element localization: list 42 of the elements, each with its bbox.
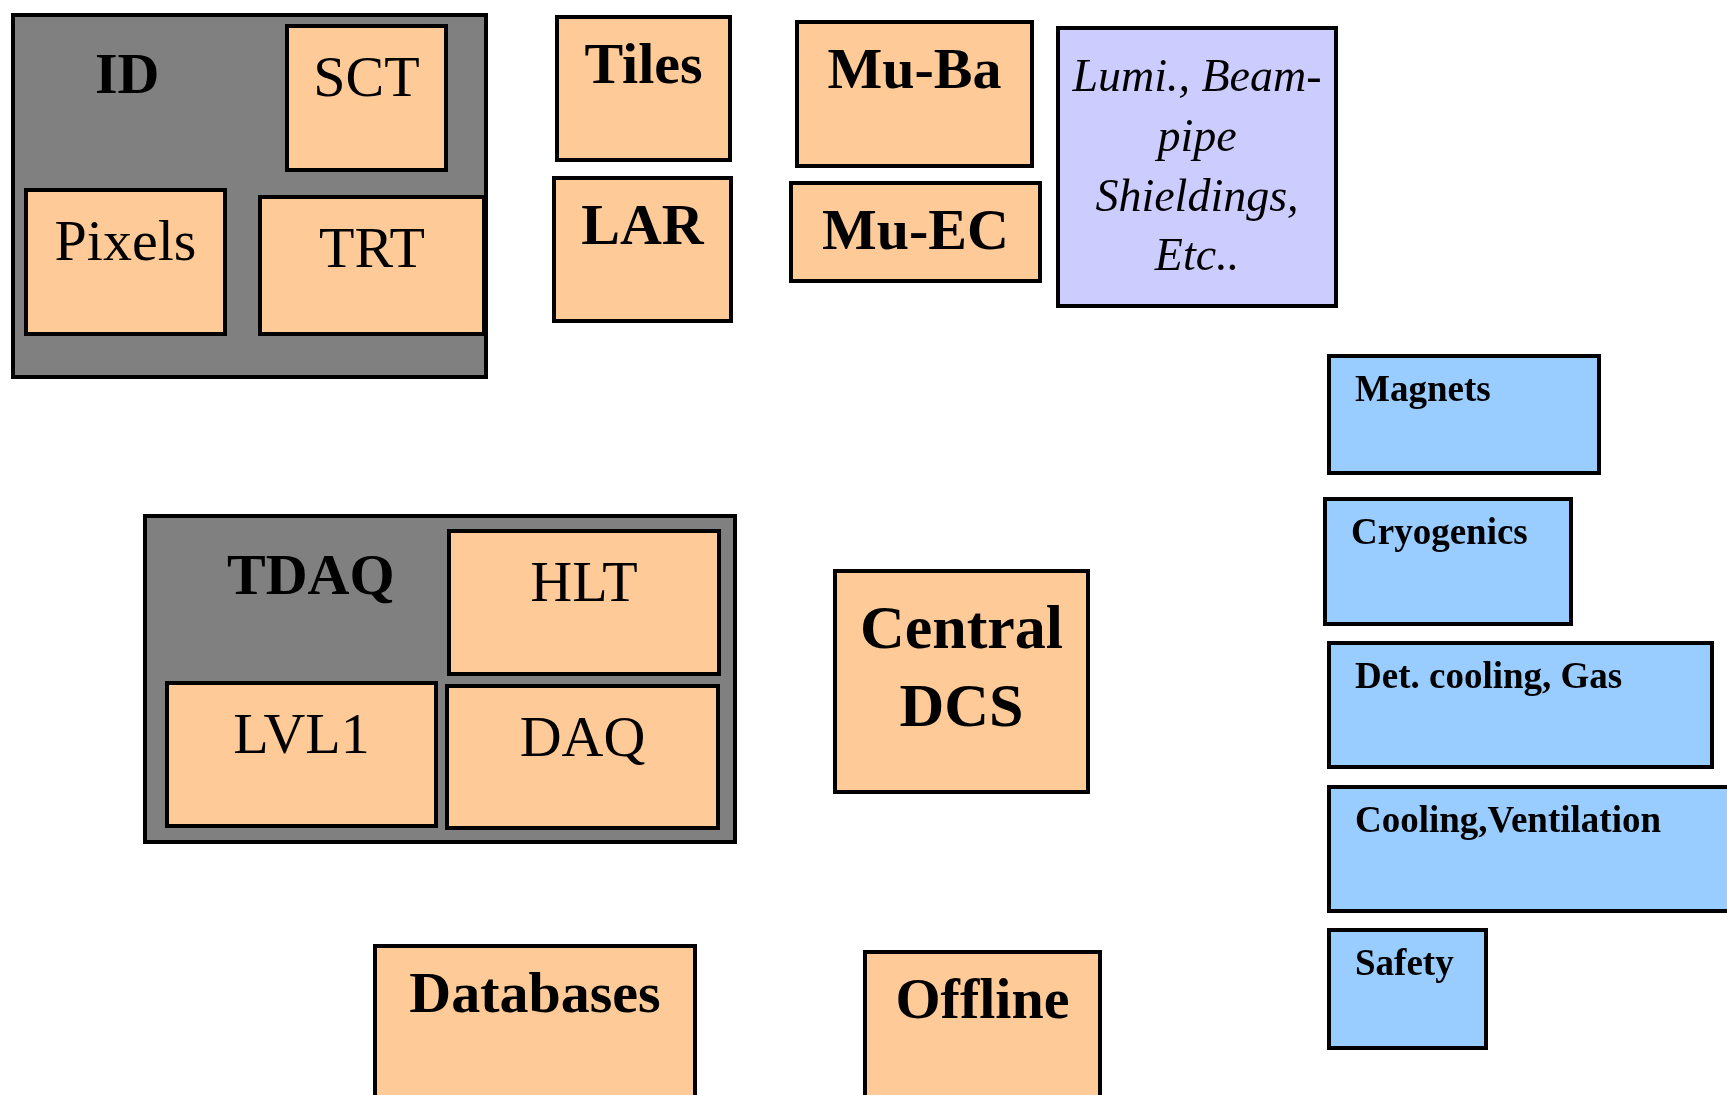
box-label: TRT: [318, 219, 426, 277]
subsystem-box: [373, 944, 697, 1095]
group-box: [143, 514, 737, 844]
box-label: Det. cooling, Gas: [1355, 657, 1623, 694]
box-label: LVL1: [233, 705, 370, 763]
box-label: Safety: [1355, 944, 1454, 981]
subsystem-box: [863, 950, 1102, 1095]
box-label: TDAQ: [227, 546, 395, 604]
subsystem-box: [1327, 641, 1714, 769]
subsystem-box: [795, 20, 1034, 168]
subsystem-box: [1327, 354, 1601, 475]
subsystem-box: [1327, 928, 1488, 1050]
box-label: Mu-Ba: [827, 40, 1002, 98]
box-label: Cryogenics: [1351, 513, 1528, 550]
box-label: Pixels: [54, 212, 197, 270]
box-label: Offline: [895, 970, 1070, 1028]
subsystem-box: [555, 15, 732, 162]
subsystem-box: [1056, 26, 1338, 308]
subsystem-box: [447, 529, 721, 676]
subsystem-box: [445, 684, 720, 830]
box-label: Databases: [409, 964, 661, 1022]
subsystem-box: [1323, 497, 1573, 626]
subsystem-box: [833, 569, 1090, 794]
box-label: Lumi., Beam-pipe Shieldings, Etc..: [1071, 49, 1323, 283]
box-label: ID: [95, 45, 160, 103]
subsystem-box: [552, 176, 733, 323]
box-label: HLT: [530, 553, 638, 611]
box-label: LAR: [581, 196, 704, 254]
subsystem-box: [258, 195, 486, 336]
group-box: [11, 13, 488, 379]
subsystem-box: [165, 681, 438, 828]
box-label: Magnets: [1355, 370, 1491, 407]
subsystem-box: [24, 188, 227, 336]
box-label: Tiles: [584, 35, 703, 93]
box-label: SCT: [313, 48, 420, 106]
box-label: DAQ: [519, 708, 646, 766]
box-label: Central DCS: [858, 592, 1065, 741]
subsystem-box: [285, 24, 448, 172]
subsystem-box: [1327, 785, 1727, 913]
box-label: Cooling,Ventilation: [1355, 801, 1661, 838]
box-label: Mu-EC: [822, 201, 1009, 259]
subsystem-box: [789, 181, 1042, 283]
